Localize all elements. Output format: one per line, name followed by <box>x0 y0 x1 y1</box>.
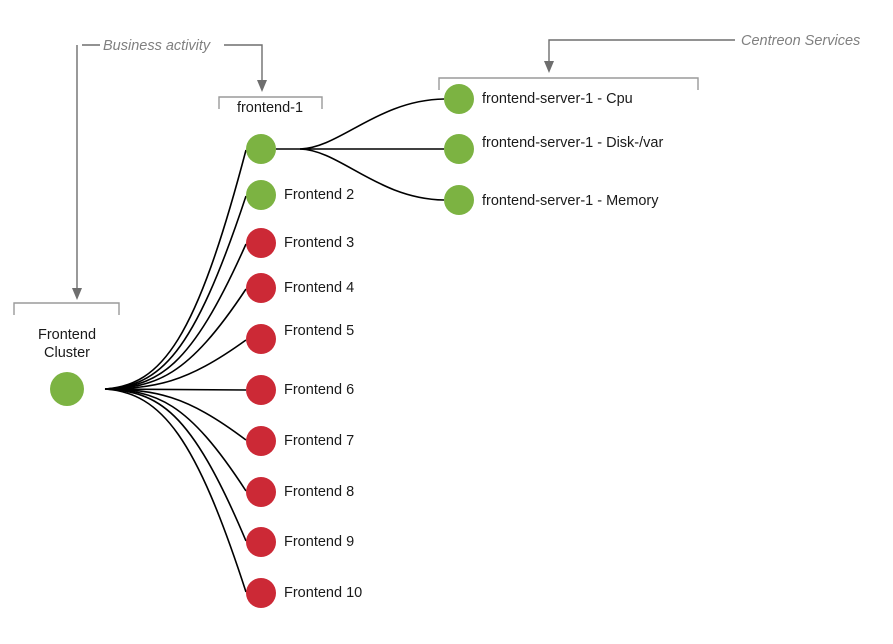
node-frontend-3[interactable]: Frontend 3 <box>246 228 354 258</box>
annotation-label-business-activity: Business activity <box>103 38 211 54</box>
frontend-7-label: Frontend 7 <box>284 433 354 449</box>
business-activity-arrowhead-left <box>72 288 82 300</box>
node-frontend-10[interactable]: Frontend 10 <box>246 578 362 608</box>
node-frontend-1[interactable] <box>246 134 276 164</box>
svc-cpu-label: frontend-server-1 - Cpu <box>482 91 633 107</box>
node-frontend-4[interactable]: Frontend 4 <box>246 273 354 303</box>
node-svc-disk-var[interactable]: frontend-server-1 - Disk-/var <box>444 134 663 164</box>
frontend-6-label: Frontend 6 <box>284 382 354 398</box>
business-activity-leader-right <box>224 44 263 84</box>
centreon-services-leader <box>548 39 735 64</box>
edge-cluster-frontend-3 <box>104 243 247 390</box>
frontend-cluster-label-line2: Cluster <box>44 345 90 361</box>
node-frontend-6[interactable]: Frontend 6 <box>246 375 354 405</box>
svc-memory-label: frontend-server-1 - Memory <box>482 193 659 209</box>
node-frontend-5[interactable]: Frontend 5 <box>246 323 354 354</box>
frontend-3-label: Frontend 3 <box>284 235 354 251</box>
edge-cluster-frontend-9 <box>104 388 247 542</box>
bracket-frontend-1 <box>218 96 323 109</box>
frontend-8-label: Frontend 8 <box>284 484 354 500</box>
edge-group-host-to-services <box>299 98 445 201</box>
frontend-3-status-dot[interactable] <box>246 228 276 258</box>
node-frontend-8[interactable]: Frontend 8 <box>246 477 354 507</box>
frontend-1-status-dot[interactable] <box>246 134 276 164</box>
edge-cluster-frontend-8 <box>104 388 247 492</box>
node-svc-memory[interactable]: frontend-server-1 - Memory <box>444 185 659 215</box>
frontend-10-status-dot[interactable] <box>246 578 276 608</box>
edge-cluster-frontend-7 <box>104 388 247 441</box>
frontend-6-status-dot[interactable] <box>246 375 276 405</box>
node-frontend-9[interactable]: Frontend 9 <box>246 527 354 557</box>
frontend-10-label: Frontend 10 <box>284 585 362 601</box>
edge-group-cluster-to-hosts <box>104 149 247 593</box>
frontend-9-status-dot[interactable] <box>246 527 276 557</box>
edge-frontend1-svc-memory <box>299 148 445 201</box>
bracket-frontend-cluster <box>13 302 120 315</box>
node-svc-cpu[interactable]: frontend-server-1 - Cpu <box>444 84 633 114</box>
edge-cluster-frontend-10 <box>104 388 247 593</box>
edge-cluster-frontend-4 <box>104 288 247 390</box>
svc-disk-var-status-dot[interactable] <box>444 134 474 164</box>
node-frontend-7[interactable]: Frontend 7 <box>246 426 354 456</box>
frontend-4-status-dot[interactable] <box>246 273 276 303</box>
group-label-frontend-1: frontend-1 <box>237 100 303 116</box>
centreon-services-arrowhead <box>544 61 554 73</box>
frontend-5-label: Frontend 5 <box>284 323 354 339</box>
node-frontend-cluster[interactable]: Frontend Cluster <box>38 327 96 406</box>
frontend-7-status-dot[interactable] <box>246 426 276 456</box>
svc-disk-var-label: frontend-server-1 - Disk-/var <box>482 135 663 151</box>
frontend-4-label: Frontend 4 <box>284 280 354 296</box>
svc-cpu-status-dot[interactable] <box>444 84 474 114</box>
frontend-5-status-dot[interactable] <box>246 324 276 354</box>
bracket-centreon-services <box>438 77 699 90</box>
edge-cluster-frontend-5 <box>104 339 247 390</box>
edge-frontend1-svc-cpu <box>299 98 445 150</box>
frontend-8-status-dot[interactable] <box>246 477 276 507</box>
frontend-cluster-status-dot[interactable] <box>50 372 84 406</box>
edge-cluster-frontend-1 <box>104 149 247 390</box>
svc-memory-status-dot[interactable] <box>444 185 474 215</box>
frontend-2-status-dot[interactable] <box>246 180 276 210</box>
frontend-2-label: Frontend 2 <box>284 187 354 203</box>
node-frontend-2[interactable]: Frontend 2 <box>246 180 354 210</box>
annotation-label-centreon-services: Centreon Services <box>741 33 860 49</box>
business-activity-leader-left <box>76 44 100 292</box>
business-activity-arrowhead-right <box>257 80 267 92</box>
frontend-9-label: Frontend 9 <box>284 534 354 550</box>
annotation-business-activity: Business activity <box>72 38 267 300</box>
frontend-cluster-label-line1: Frontend <box>38 327 96 343</box>
annotation-centreon-services: Centreon Services <box>544 33 860 73</box>
bracket-group-frontend-1: frontend-1 <box>218 96 323 116</box>
